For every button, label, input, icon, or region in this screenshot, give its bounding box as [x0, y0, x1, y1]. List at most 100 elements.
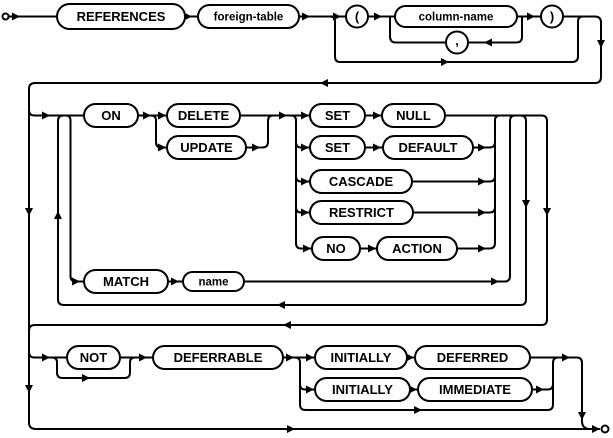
node-cascade: CASCADE	[309, 169, 413, 194]
arrow-right	[478, 208, 486, 217]
lparen-label: (	[355, 9, 360, 24]
arrow-right	[491, 277, 499, 286]
arrow-up	[54, 211, 62, 219]
not-box	[66, 345, 121, 370]
delete-label: DELETE	[178, 108, 230, 123]
arrow-right	[478, 244, 486, 253]
arrow-right	[373, 143, 381, 152]
arrow-right	[441, 58, 449, 66]
node-deferrable: DEFERRABLE	[152, 345, 284, 370]
deferred-box	[414, 345, 531, 370]
track-loop-return	[64, 114, 527, 306]
node-lparen: (	[345, 4, 369, 29]
set2-label: SET	[325, 140, 350, 155]
arrow-right	[409, 385, 417, 394]
node-deferred: DEFERRED	[414, 345, 531, 370]
arrow-right	[592, 425, 600, 433]
node-on: ON	[83, 103, 139, 128]
column-name-label: column-name	[419, 12, 494, 24]
node-not: NOT	[66, 345, 121, 370]
track-bottom-entry	[28, 351, 67, 359]
node-foreign-table: foreign-table	[197, 4, 300, 29]
arrow-right	[82, 374, 90, 382]
cascade-label: CASCADE	[329, 174, 394, 189]
track-mid-entry	[28, 109, 84, 117]
rparen-circle	[540, 4, 564, 29]
arrow-right	[303, 244, 311, 253]
track-action-branch	[290, 114, 297, 243]
node-restrict: RESTRICT	[309, 200, 414, 225]
node-set2: SET	[309, 135, 366, 160]
references-box	[56, 3, 186, 30]
arrow-left	[283, 321, 291, 329]
arrow-right	[158, 111, 166, 120]
arrow-left	[277, 301, 285, 309]
arrow-right	[171, 277, 179, 286]
track-branch-restrict	[295, 206, 310, 214]
name-label: name	[198, 277, 228, 289]
deferrable-box	[152, 345, 284, 370]
arrow-right	[286, 353, 294, 362]
arrow-right	[374, 12, 382, 21]
node-default: DEFAULT	[382, 135, 474, 160]
match-box	[83, 269, 169, 294]
arrow-right	[373, 111, 381, 120]
arrow-down	[25, 208, 33, 216]
arrow-right	[252, 143, 260, 152]
track-initially-branch	[294, 356, 301, 405]
arrow-right	[42, 353, 50, 362]
end-terminal-icon	[600, 424, 610, 434]
track-match-branch	[65, 114, 84, 283]
arrow-right	[478, 143, 486, 152]
no-box	[311, 236, 361, 261]
arrow-right	[301, 208, 309, 217]
arrow-right	[139, 353, 147, 362]
arrow-right	[302, 12, 310, 21]
node-delete: DELETE	[166, 103, 241, 128]
arrow-right	[333, 12, 341, 21]
track-action-merge	[457, 114, 501, 250]
arrow-right	[42, 111, 50, 120]
arrow-right	[406, 353, 414, 362]
track-comma-loop-left	[389, 16, 446, 44]
start-terminal-icon	[1, 12, 10, 21]
arrowheads	[12, 12, 605, 433]
default-label: DEFAULT	[399, 140, 458, 155]
update-box	[166, 135, 247, 160]
action-label: ACTION	[392, 241, 442, 256]
arrow-down	[597, 40, 605, 48]
arrow-right	[143, 111, 151, 120]
set1-label: SET	[325, 108, 350, 123]
initially1-label: INITIALLY	[331, 350, 392, 365]
arrow-right	[72, 277, 80, 286]
set1-box	[309, 103, 366, 128]
arrow-right	[301, 143, 309, 152]
on-box	[83, 103, 139, 128]
comma-circle	[445, 30, 469, 55]
track-loopback-up	[57, 114, 65, 306]
arrow-right	[306, 353, 314, 362]
arrow-right	[301, 111, 309, 120]
restrict-box	[309, 200, 414, 225]
arrow-right	[12, 12, 20, 21]
track-branch-no	[295, 242, 312, 250]
track-default-merge	[473, 141, 496, 149]
update-label: UPDATE	[180, 140, 233, 155]
arrow-right	[562, 353, 570, 362]
arrow-right	[368, 244, 376, 253]
arrow-down	[25, 385, 33, 393]
node-null: NULL	[381, 103, 446, 128]
references-label: REFERENCES	[77, 9, 166, 24]
arrow-left	[320, 79, 328, 87]
node-name: name	[182, 271, 245, 292]
track-not-bypass	[51, 356, 136, 379]
arrow-left	[484, 38, 492, 47]
not-label: NOT	[80, 350, 108, 365]
arrow-right	[279, 111, 287, 120]
track-comma-loop-right	[468, 16, 523, 44]
comma-label: ,	[455, 33, 459, 48]
deferrable-label: DEFERRABLE	[174, 350, 263, 365]
node-set1: SET	[309, 103, 366, 128]
node-no: NO	[311, 236, 361, 261]
